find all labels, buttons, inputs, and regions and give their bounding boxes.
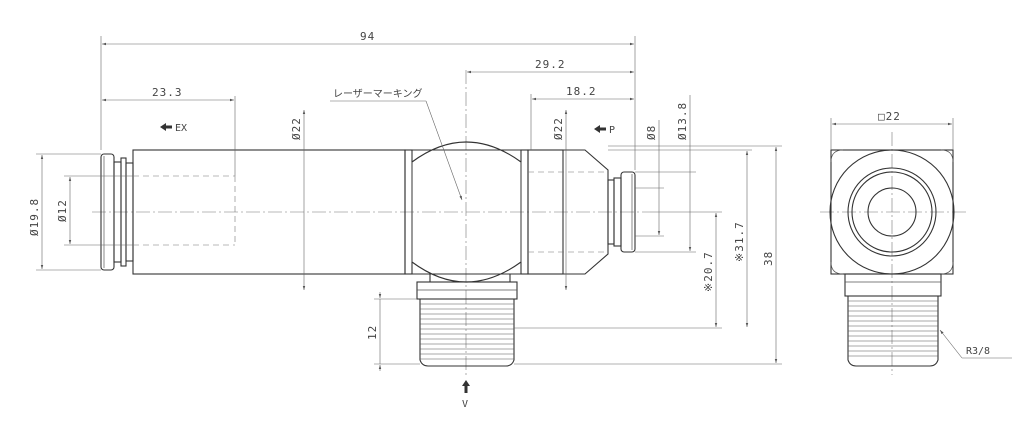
dim-23-3-text: 23.3 (152, 86, 183, 99)
dim-p-tube-text: Ø8 (645, 125, 658, 140)
dim-38-text: 38 (762, 251, 775, 266)
dim-body-right-text: Ø22 (552, 117, 565, 140)
corner-tl (830, 149, 844, 163)
p-port-label: P (609, 125, 615, 136)
side-ring-inner (851, 171, 933, 253)
side-bore-circle (867, 187, 917, 237)
dim-ex-tube: Ø12 (56, 175, 133, 246)
thread-spec-text: R3/8 (966, 346, 990, 357)
dim-p-end-short: 18.2 (530, 85, 634, 150)
laser-marking-text: レーザーマーキング (333, 87, 423, 100)
side-thread (847, 296, 939, 367)
bottom-hex-and-thread (416, 274, 518, 367)
side-ring-circle (847, 167, 937, 257)
dim-height-20-7: ※20.7 (514, 211, 722, 329)
dim-20-7-text: ※20.7 (702, 251, 715, 292)
dim-height-38: 38 (514, 145, 782, 365)
p-port-arrow: P (594, 125, 615, 136)
corner-bl (830, 261, 844, 275)
dim-29-2-text: 29.2 (535, 58, 566, 71)
dim-p-port-od: Ø13.8 (635, 95, 696, 253)
corner-br (940, 261, 954, 275)
dim-p-end-length: 29.2 (467, 58, 634, 74)
dim-p-od-text: Ø13.8 (676, 102, 689, 140)
dim-body-dia-right: Ø22 (552, 110, 568, 290)
p-release-ring (607, 171, 636, 253)
side-hex (844, 273, 942, 297)
corner-tr (940, 149, 954, 163)
dim-ex-tube-text: Ø12 (56, 199, 69, 222)
dim-height-31-7: ※31.7 (608, 149, 752, 327)
side-view: □22 R3/8 (820, 110, 1012, 375)
v-port-label: V (462, 399, 468, 410)
dim-square-size: □22 (830, 110, 954, 150)
dim-thread-length: 12 (366, 292, 420, 371)
dim-ex-port-od: Ø19.8 (28, 153, 101, 271)
dim-p-tube: Ø8 (635, 120, 664, 237)
thread-spec-leader: R3/8 (939, 329, 1012, 359)
v-port-arrow: V (462, 380, 470, 410)
dim-square-text: □22 (878, 110, 901, 123)
dim-overall-length: 94 (100, 30, 636, 170)
ex-port-arrow: EX (160, 123, 187, 134)
laser-marking-leader: レーザーマーキング (330, 87, 463, 201)
dim-ex-od-text: Ø19.8 (28, 198, 41, 236)
ex-port-label: EX (175, 123, 187, 134)
front-view: 94 23.3 29.2 18.2 Ø19.8 (28, 30, 782, 410)
dim-body-left-text: Ø22 (290, 117, 303, 140)
dim-12-text: 12 (366, 325, 379, 340)
dim-94-text: 94 (360, 30, 375, 43)
dim-body-dia-left: Ø22 (290, 110, 306, 290)
ex-release-ring (100, 153, 134, 271)
dim-31-7-text: ※31.7 (733, 221, 746, 262)
dim-18-2-text: 18.2 (566, 85, 597, 98)
dim-ex-end-length: 23.3 (102, 86, 236, 176)
